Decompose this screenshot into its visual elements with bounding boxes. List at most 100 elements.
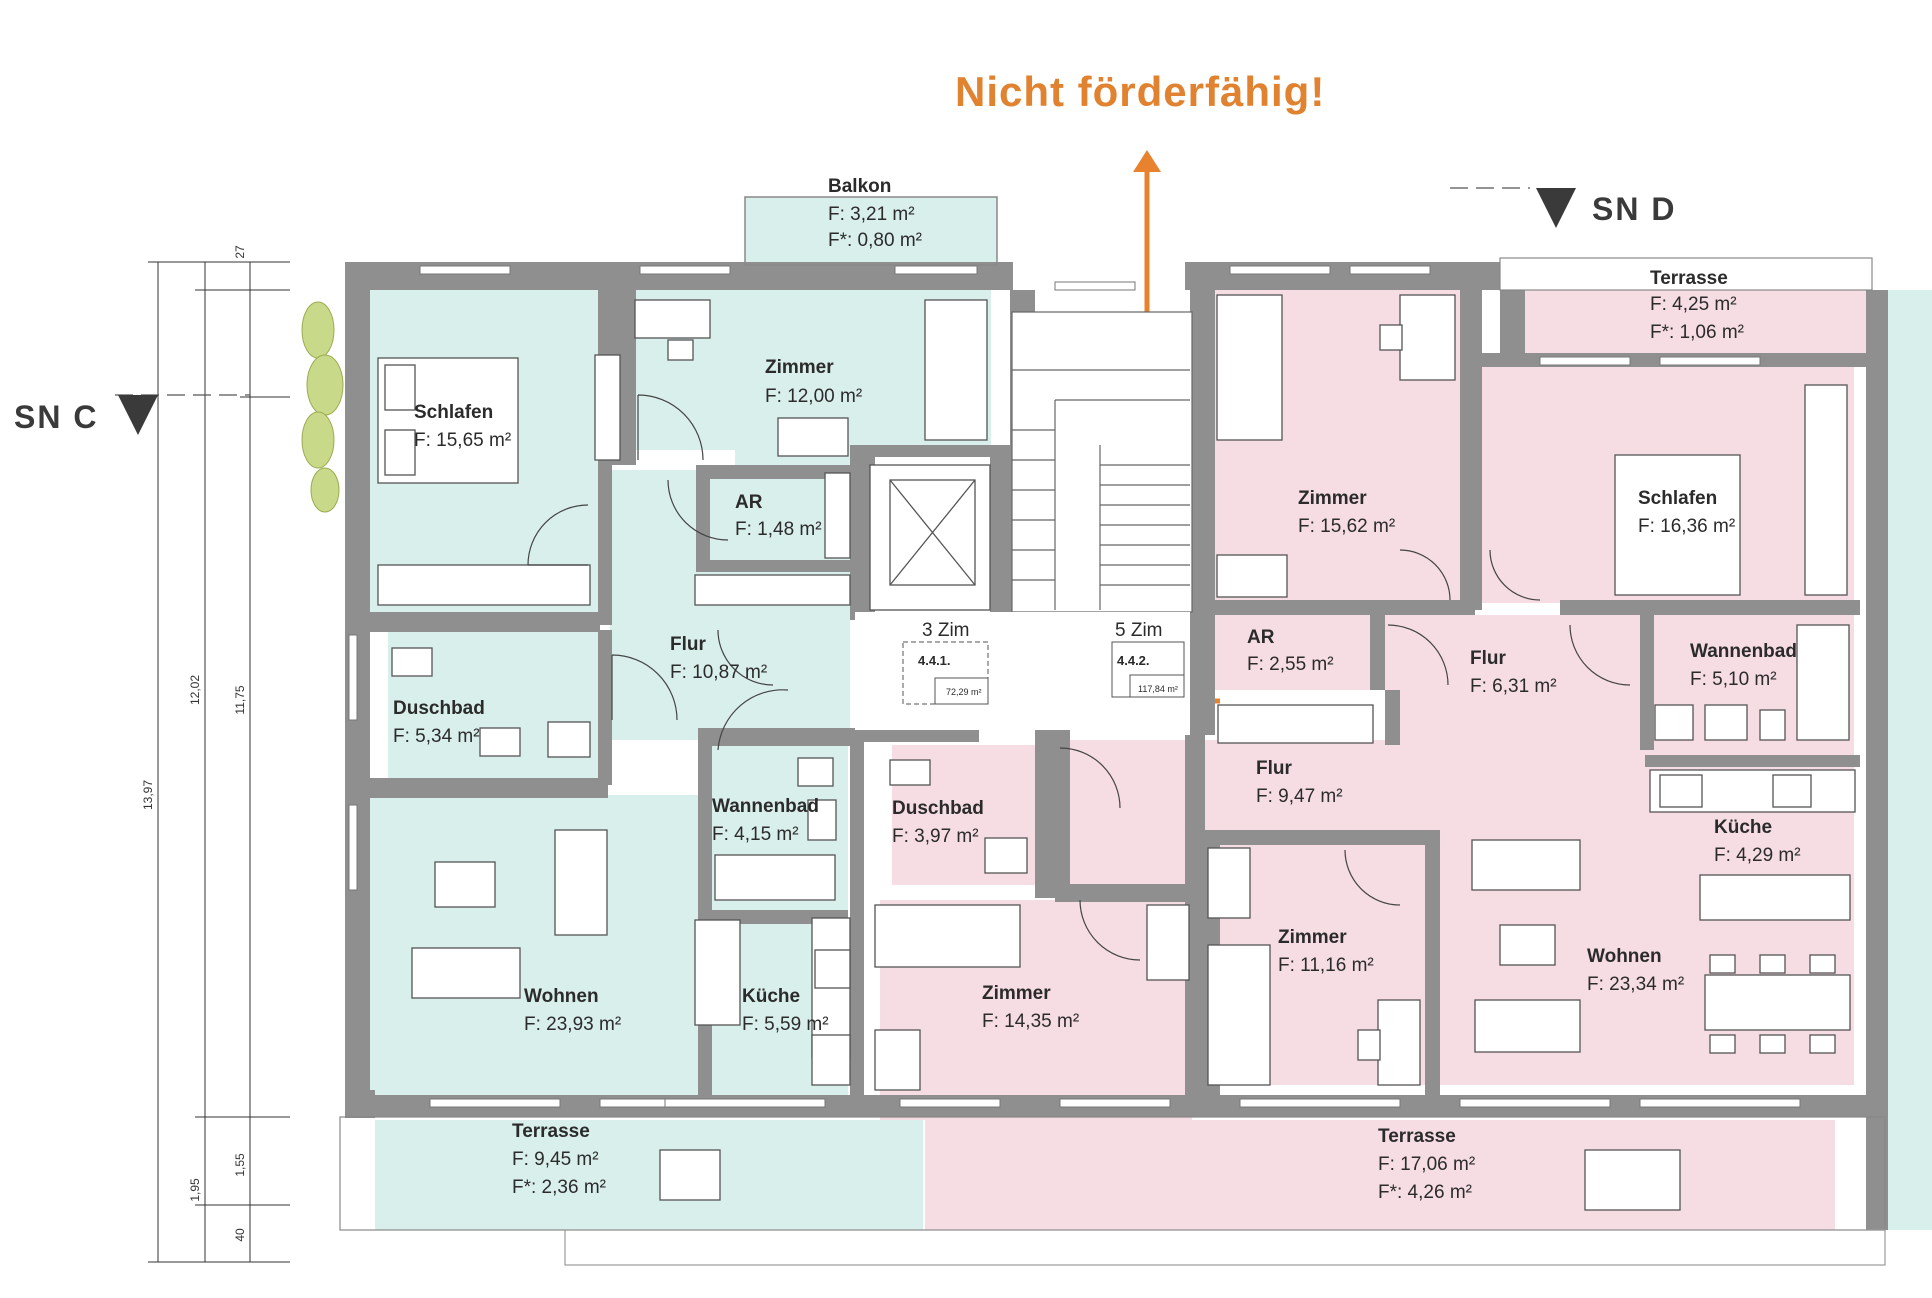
room-schlafen-right: Schlafen F: 16,36 m²	[1638, 488, 1735, 537]
room-zimmer-12-area: F: 12,00 m²	[765, 386, 862, 407]
unit-left-rooms: 3 Zim	[922, 620, 970, 641]
room-flur-947-area: F: 9,47 m²	[1256, 786, 1343, 807]
room-balkon-area: F: 3,21 m²	[828, 204, 915, 225]
room-flur-left: Flur F: 10,87 m²	[670, 634, 767, 683]
room-terrasse-right-area: F: 17,06 m²	[1378, 1154, 1475, 1175]
room-terrasse-top-name: Terrasse	[1650, 268, 1728, 289]
room-ar-right-area: F: 2,55 m²	[1247, 654, 1334, 675]
room-zimmer-14: Zimmer F: 14,35 m²	[982, 983, 1079, 1032]
room-wannenbad-left-name: Wannenbad	[712, 796, 819, 817]
furniture	[377, 294, 1856, 1211]
doors	[527, 394, 1631, 961]
dim-inner-a: 12,02	[188, 675, 202, 705]
room-wannenbad-right-name: Wannenbad	[1690, 641, 1797, 662]
room-kueche-right-name: Küche	[1714, 817, 1772, 838]
banner-text: Nicht förderfähig!	[955, 68, 1325, 115]
room-ar-left-area: F: 1,48 m²	[735, 519, 822, 540]
room-terrasse-left-area2: F*: 2,36 m²	[512, 1177, 606, 1198]
room-duschbad-left-name: Duschbad	[393, 698, 485, 719]
room-wannenbad-left-area: F: 4,15 m²	[712, 824, 799, 845]
windows	[348, 265, 1801, 1108]
room-schlafen-right-area: F: 16,36 m²	[1638, 516, 1735, 537]
room-wohnen-right-name: Wohnen	[1587, 946, 1662, 967]
room-flur-947-name: Flur	[1256, 758, 1292, 779]
neighbor-unit-fill	[1888, 290, 1932, 1230]
room-zimmer-11: Zimmer F: 11,16 m²	[1278, 927, 1374, 976]
unit-left-tag: 3 Zim 4.4.1. 72,29 m²	[902, 620, 989, 705]
room-wohnen-left: Wohnen F: 23,93 m²	[524, 986, 621, 1035]
room-kueche-right-area: F: 4,29 m²	[1714, 845, 1801, 866]
room-zimmer-15-name: Zimmer	[1298, 488, 1367, 509]
room-duschbad-left: Duschbad F: 5,34 m²	[393, 698, 485, 747]
room-ar-left: AR F: 1,48 m²	[735, 492, 822, 540]
room-zimmer-14-area: F: 14,35 m²	[982, 1011, 1079, 1032]
room-wannenbad-left: Wannenbad F: 4,15 m²	[712, 796, 819, 845]
room-flur-631: Flur F: 6,31 m²	[1470, 648, 1557, 697]
room-wannenbad-right-area: F: 5,10 m²	[1690, 669, 1777, 690]
room-schlafen-left: Schlafen F: 15,65 m²	[414, 402, 511, 451]
room-flur-947: Flur F: 9,47 m²	[1256, 758, 1343, 807]
room-kueche-left-area: F: 5,59 m²	[742, 1014, 829, 1035]
dim-inner-b: 11,75	[233, 685, 247, 714]
unit-right-code: 4.4.2.	[1117, 653, 1150, 668]
room-kueche-left: Küche F: 5,59 m²	[742, 986, 829, 1035]
room-ar-right: AR F: 2,55 m²	[1247, 627, 1334, 675]
room-terrasse-right-area2: F*: 4,26 m²	[1378, 1182, 1472, 1203]
room-schlafen-left-name: Schlafen	[414, 402, 493, 423]
room-flur-631-area: F: 6,31 m²	[1470, 676, 1557, 697]
ground-outline	[564, 1229, 1886, 1266]
room-wannenbad-right: Wannenbad F: 5,10 m²	[1690, 641, 1797, 690]
room-terrasse-left-name: Terrasse	[512, 1121, 590, 1142]
terrasse-top-outline	[1499, 257, 1873, 291]
room-wohnen-right: Wohnen F: 23,34 m²	[1587, 946, 1684, 995]
unit-right-area: 117,84 m²	[1138, 684, 1178, 694]
room-terrasse-left-area: F: 9,45 m²	[512, 1149, 599, 1170]
section-marker-left-label: SN C	[14, 399, 98, 435]
room-duschbad-right-name: Duschbad	[892, 798, 984, 819]
room-duschbad-left-area: F: 5,34 m²	[393, 726, 480, 747]
room-schlafen-left-area: F: 15,65 m²	[414, 430, 511, 451]
room-terrasse-top: Terrasse F: 4,25 m² F*: 1,06 m²	[1650, 268, 1744, 343]
room-terrasse-right: Terrasse F: 17,06 m² F*: 4,26 m²	[1378, 1126, 1475, 1203]
room-terrasse-left: Terrasse F: 9,45 m² F*: 2,36 m²	[512, 1121, 606, 1198]
room-balkon-name: Balkon	[828, 176, 891, 197]
room-wohnen-left-name: Wohnen	[524, 986, 599, 1007]
room-flur-left-area: F: 10,87 m²	[670, 662, 767, 683]
room-terrasse-top-area2: F*: 1,06 m²	[1650, 322, 1744, 343]
room-zimmer-11-area: F: 11,16 m²	[1278, 955, 1374, 976]
elevator	[869, 464, 991, 611]
room-schlafen-right-name: Schlafen	[1638, 488, 1717, 509]
dimension-lines	[148, 261, 290, 1263]
dim-lower-c: 40	[233, 1228, 247, 1242]
room-zimmer-12: Zimmer F: 12,00 m²	[765, 357, 862, 407]
room-duschbad-right: Duschbad F: 3,97 m²	[892, 798, 984, 847]
unit-left-code: 4.4.1.	[918, 653, 951, 668]
unit-right-tag: 5 Zim 4.4.2. 117,84 m²	[1111, 620, 1185, 698]
room-flur-left-name: Flur	[670, 634, 706, 655]
room-zimmer-14-name: Zimmer	[982, 983, 1051, 1004]
room-zimmer-12-name: Zimmer	[765, 357, 834, 378]
unit-left-area: 72,29 m²	[946, 687, 982, 697]
room-balkon: Balkon F: 3,21 m² F*: 0,80 m²	[828, 176, 922, 251]
room-wohnen-left-area: F: 23,93 m²	[524, 1014, 621, 1035]
dim-top: 27	[233, 245, 247, 259]
room-kueche-right: Küche F: 4,29 m²	[1714, 817, 1801, 866]
room-flur-631-name: Flur	[1470, 648, 1506, 669]
section-marker-right: SN D	[1450, 187, 1676, 228]
unit-right-rooms: 5 Zim	[1115, 620, 1163, 641]
room-zimmer-15: Zimmer F: 15,62 m²	[1298, 488, 1395, 537]
dim-lower-a: 1,95	[188, 1178, 202, 1202]
room-terrasse-top-area: F: 4,25 m²	[1650, 294, 1737, 315]
room-zimmer-11-name: Zimmer	[1278, 927, 1347, 948]
room-kueche-left-name: Küche	[742, 986, 800, 1007]
room-ar-left-name: AR	[735, 492, 763, 513]
room-duschbad-right-area: F: 3,97 m²	[892, 826, 979, 847]
room-ar-right-name: AR	[1247, 627, 1275, 648]
plant-icon	[301, 301, 344, 513]
balkon-outline	[744, 196, 998, 266]
stairwell	[1011, 311, 1193, 613]
dim-total: 13,97	[141, 780, 155, 810]
section-marker-right-label: SN D	[1592, 191, 1676, 227]
room-balkon-area2: F*: 0,80 m²	[828, 230, 922, 251]
